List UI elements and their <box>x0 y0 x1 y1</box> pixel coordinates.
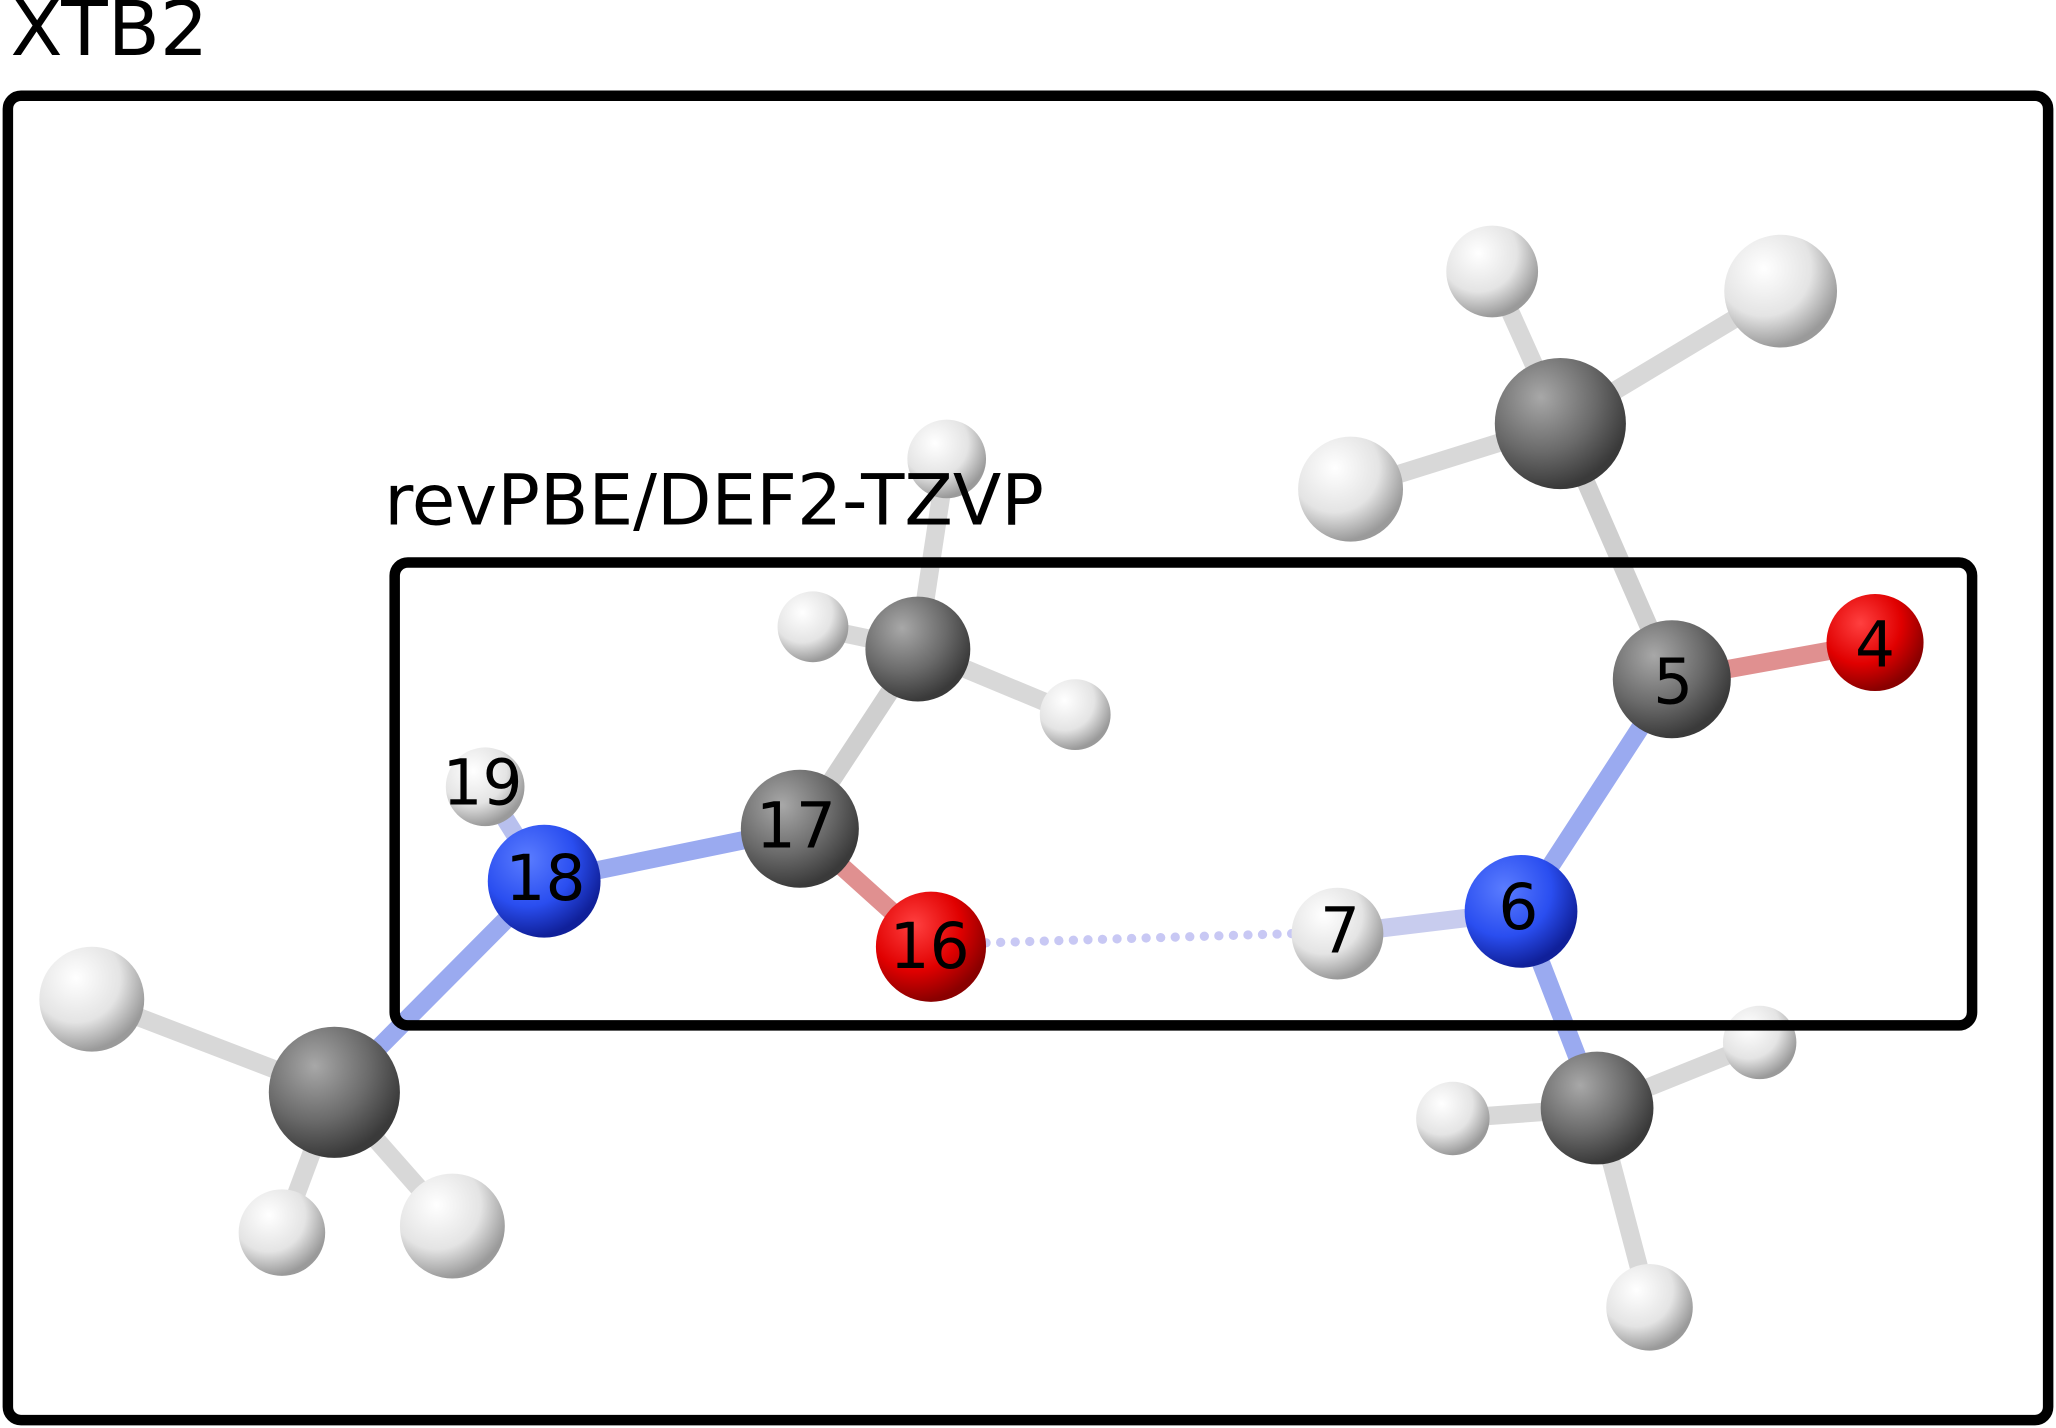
hydrogen-atom <box>39 946 145 1052</box>
carbon-atom <box>865 596 971 702</box>
atom-c5 <box>1612 620 1731 739</box>
atom-label-17: 17 <box>756 790 836 863</box>
outer-method-label: XTB2 <box>10 0 208 73</box>
hydrogen-atom <box>1416 1081 1490 1156</box>
atom-h19 <box>445 747 525 827</box>
hydrogen-atom <box>777 591 849 663</box>
atom-h7 <box>1291 887 1384 980</box>
outer-region-box <box>2 90 2054 1426</box>
atom-n18 <box>487 824 601 938</box>
inner-method-label: revPBE/DEF2-TZVP <box>384 459 1044 542</box>
hydrogen-atom <box>1446 225 1539 318</box>
hydrogen-atom <box>238 1189 326 1276</box>
atom-label-19: 19 <box>442 746 522 819</box>
atom-c17 <box>740 769 859 888</box>
hydrogen-atom <box>1724 234 1838 348</box>
hydrogen-atom <box>1298 436 1404 542</box>
carbon-atom <box>1540 1051 1654 1165</box>
hydrogen-bond <box>981 929 1297 948</box>
carbon-atom <box>1494 358 1626 490</box>
hydrogen-atom <box>1039 679 1111 751</box>
atom-o16 <box>875 891 987 1002</box>
atom-label-7: 7 <box>1320 895 1360 968</box>
inner-region-box <box>389 557 1978 1031</box>
atom-n6 <box>1464 854 1578 968</box>
atom-labels: 4 5 6 7 16 17 18 19 <box>442 609 1895 984</box>
atom-label-6: 6 <box>1498 871 1538 944</box>
atom-label-5: 5 <box>1653 645 1693 718</box>
carbon-atom <box>268 1026 400 1158</box>
atoms <box>39 225 1924 1351</box>
hydrogen-atom <box>1722 1005 1797 1080</box>
atom-label-4: 4 <box>1855 609 1895 682</box>
hydrogen-atom <box>1606 1264 1693 1351</box>
atom-o4 <box>1826 594 1924 692</box>
atom-label-18: 18 <box>505 842 585 915</box>
hydrogen-atom <box>399 1173 505 1279</box>
atom-label-16: 16 <box>890 910 970 983</box>
hydrogen-atom <box>907 419 987 499</box>
